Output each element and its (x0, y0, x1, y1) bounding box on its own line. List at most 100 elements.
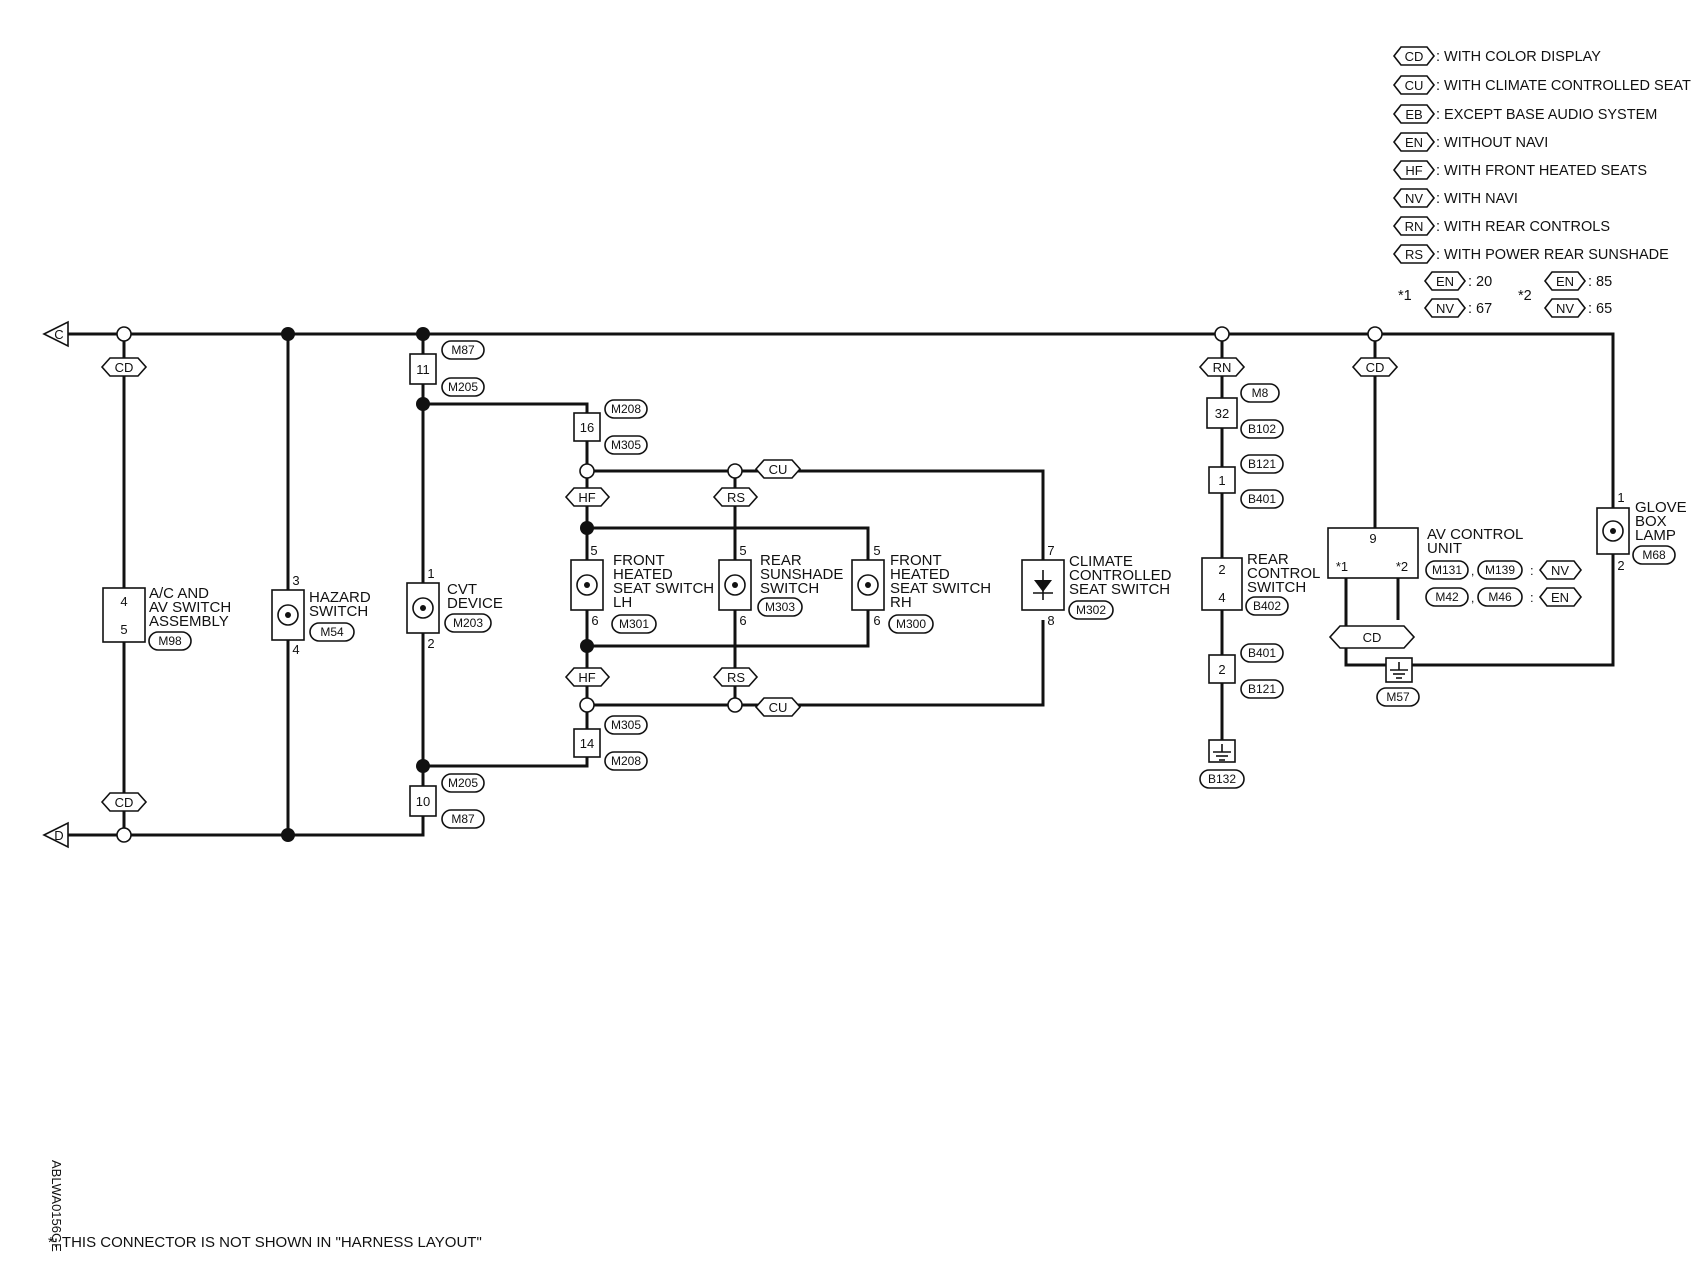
rear-sunshade-switch: 5 6 REAR SUNSHADE SWITCH M303 (718, 543, 843, 628)
connector-tag: M303 (765, 600, 795, 614)
cvt-device: 1 2 CVT DEVICE M203 (406, 566, 503, 651)
svg-text:1: 1 (1617, 490, 1624, 505)
cond-rs-bottom: RS (712, 667, 759, 687)
connector-tag: M203 (453, 616, 483, 630)
svg-text:11: 11 (416, 362, 430, 377)
footer-note: *: THIS CONNECTOR IS NOT SHOWN IN "HARNE… (48, 1234, 482, 1251)
svg-text:LH: LH (613, 594, 632, 611)
svg-text:NV: NV (1551, 563, 1569, 578)
svg-text:CU: CU (769, 462, 788, 477)
cond-hf-top: HF (564, 487, 611, 507)
legend-text: : WITHOUT NAVI (1436, 135, 1548, 151)
svg-text:A/C AND: A/C AND (149, 585, 209, 602)
svg-text:LAMP: LAMP (1635, 527, 1676, 544)
svg-text:RH: RH (890, 594, 912, 611)
svg-text:5: 5 (120, 622, 127, 637)
splice-node (579, 463, 595, 479)
svg-text:SWITCH: SWITCH (309, 603, 368, 620)
svg-text:DEVICE: DEVICE (447, 595, 503, 612)
splice-node (727, 697, 743, 713)
joint-connector-11: 11 M87 M205 (409, 340, 485, 397)
svg-text:8: 8 (1047, 613, 1054, 628)
connector-tag: M42 (1435, 590, 1459, 604)
connector-tag: M305 (611, 438, 641, 452)
svg-text:CU: CU (769, 700, 788, 715)
svg-text:9: 9 (1369, 531, 1376, 546)
joint-connector-16: 16 M208 M305 (573, 399, 648, 455)
note-star1: *1 EN : 20 NV : 67 (1398, 271, 1492, 318)
svg-text:SEAT SWITCH: SEAT SWITCH (613, 580, 714, 597)
svg-text:HAZARD: HAZARD (309, 589, 371, 606)
svg-text:6: 6 (591, 613, 598, 628)
joint-connector-1: 1 B121 B401 (1208, 454, 1284, 509)
connector-tag: M98 (158, 634, 182, 648)
svg-text:4: 4 (120, 594, 127, 609)
splice-node (1214, 326, 1230, 342)
note-star2-label: *2 (1518, 288, 1532, 304)
note-code: EN (1556, 274, 1574, 289)
legend-code: HF (1405, 163, 1422, 178)
cond-cu-bottom: CU (754, 697, 802, 717)
svg-text:4: 4 (1218, 590, 1225, 605)
svg-text:BOX: BOX (1635, 513, 1667, 530)
connector-tag: M54 (320, 625, 344, 639)
legend-code: RS (1405, 247, 1423, 262)
cond-hf-bottom: HF (564, 667, 611, 687)
svg-text:14: 14 (580, 736, 594, 751)
svg-text:,: , (1471, 591, 1474, 605)
svg-text:6: 6 (739, 613, 746, 628)
av-control-unit: 9 *1 *2 AV CONTROL UNIT M131 , M139 : NV… (1327, 526, 1583, 607)
legend-code: CD (1405, 49, 1424, 64)
connector-tag: M208 (611, 754, 641, 768)
glove-box-lamp: 1 2 GLOVE BOX LAMP M68 (1596, 490, 1687, 573)
legend-code: NV (1405, 191, 1423, 206)
wire-cu-return (587, 620, 1045, 707)
climate-controlled-seat-switch: 7 8 CLIMATE CONTROLLED SEAT SWITCH M302 (1021, 543, 1172, 628)
svg-text:HF: HF (578, 490, 595, 505)
connector-tag: M305 (611, 718, 641, 732)
connector-tag: B121 (1248, 682, 1276, 696)
svg-text:7: 7 (1047, 543, 1054, 558)
ac-av-switch-assembly: 4 5 A/C AND AV SWITCH ASSEMBLY M98 (102, 585, 231, 651)
svg-text:CD: CD (115, 360, 134, 375)
svg-text:GLOVE: GLOVE (1635, 499, 1687, 516)
ground-m57: M57 (1376, 657, 1420, 707)
front-heated-seat-switch-lh: 5 6 FRONT HEATED SEAT SWITCH LH M301 (570, 543, 714, 634)
svg-text:AV CONTROL: AV CONTROL (1427, 526, 1523, 543)
cond-rn: RN (1198, 357, 1246, 377)
svg-text:2: 2 (427, 636, 434, 651)
connector-tag: M139 (1485, 563, 1515, 577)
svg-text:ASSEMBLY: ASSEMBLY (149, 613, 229, 630)
wire-seat-bus-bottom (587, 610, 870, 648)
svg-text:RS: RS (727, 490, 745, 505)
note-code: NV (1556, 301, 1574, 316)
note-value: : 67 (1468, 301, 1492, 317)
connector-tag: M302 (1076, 603, 1106, 617)
hazard-switch: 3 4 HAZARD SWITCH M54 (271, 573, 371, 657)
legend: CD : WITH COLOR DISPLAY CU : WITH CLIMAT… (1392, 46, 1691, 318)
note-value: : 65 (1588, 301, 1612, 317)
svg-text:5: 5 (873, 543, 880, 558)
svg-text:CD: CD (1366, 360, 1385, 375)
cond-rs-top: RS (712, 487, 759, 507)
connector-tag: M8 (1252, 386, 1269, 400)
terminal-d-label: D (54, 828, 63, 843)
connector-tag: M300 (896, 617, 926, 631)
ground-b132: B132 (1199, 739, 1245, 789)
svg-text:RS: RS (727, 670, 745, 685)
svg-text:REAR: REAR (1247, 551, 1289, 568)
svg-text:CD: CD (115, 795, 134, 810)
legend-item-cu: CU : WITH CLIMATE CONTROLLED SEAT (1392, 75, 1691, 95)
splice-node (1367, 326, 1383, 342)
legend-item-hf: HF : WITH FRONT HEATED SEATS (1392, 160, 1647, 180)
connector-tag: M131 (1432, 563, 1462, 577)
joint-connector-32: 32 M8 B102 (1206, 383, 1284, 439)
terminal-d: D (42, 821, 69, 849)
connector-tag: M87 (451, 343, 475, 357)
connector-tag: M205 (448, 380, 478, 394)
legend-code: EB (1405, 107, 1422, 122)
legend-item-rs: RS : WITH POWER REAR SUNSHADE (1392, 244, 1669, 264)
svg-text:SUNSHADE: SUNSHADE (760, 566, 843, 583)
legend-item-nv: NV : WITH NAVI (1392, 188, 1518, 208)
junction-dot (580, 521, 594, 535)
